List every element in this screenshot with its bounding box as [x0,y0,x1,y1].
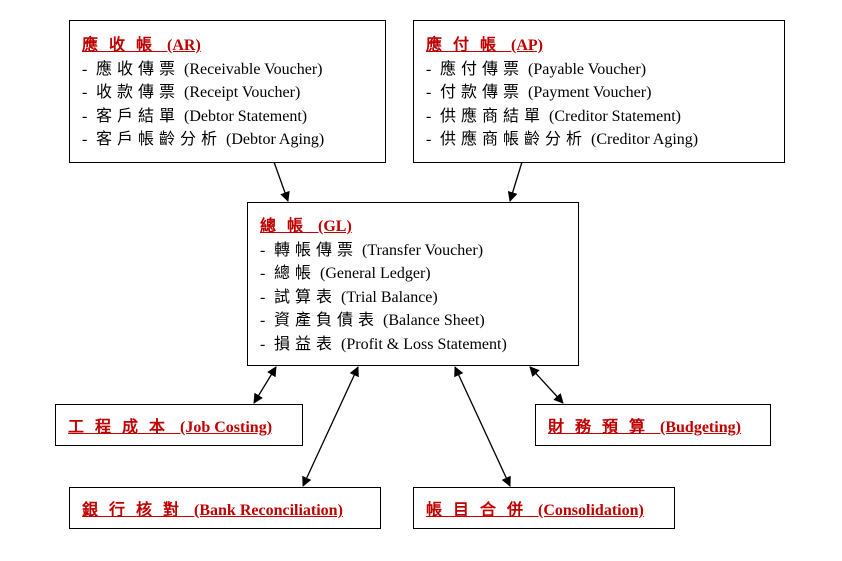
arrow-gl-job-costing [253,366,277,404]
budgeting-title: 財務預算 (Budgeting) [548,419,741,436]
bank-reconciliation-box: 銀行核對 (Bank Reconciliation) [69,487,381,529]
consolidation-box: 帳目合併 (Consolidation) [413,487,675,529]
ap-title-en: (AP) [511,37,543,54]
gl-title: 總帳 (GL) [260,215,578,239]
ap-title-zh: 應付帳 [426,37,508,54]
job-costing-box: 工程成本 (Job Costing) [55,404,303,446]
ar-module-box: 應收帳 (AR) -應收傳票 (Receivable Voucher) -收款傳… [69,20,386,163]
ar-item: -應收傳票 (Receivable Voucher) [82,60,323,78]
arrow-gl-consolidation [454,366,511,487]
ap-item: -供應商帳齡分析 (Creditor Aging) [426,131,699,149]
job-costing-title: 工程成本 (Job Costing) [68,419,273,436]
gl-title-zh: 總帳 [260,218,315,235]
gl-module-box: 總帳 (GL) -轉帳傳票 (Transfer Voucher) -總帳 (Ge… [247,202,579,366]
gl-title-en: (GL) [318,218,352,235]
gl-item: -總帳 (General Ledger) [260,265,431,283]
ap-item: -供應商結單 (Creditor Statement) [426,107,681,125]
gl-item: -轉帳傳票 (Transfer Voucher) [260,241,484,259]
ap-item: -應付傳票 (Payable Voucher) [426,60,647,78]
arrow-gl-budgeting [529,366,564,404]
consolidation-title: 帳目合併 (Consolidation) [426,502,644,519]
arrow-ar-to-gl [273,161,290,202]
gl-item: -損益表 (Profit & Loss Statement) [260,335,507,353]
budgeting-box: 財務預算 (Budgeting) [535,404,771,446]
bank-reconciliation-title: 銀行核對 (Bank Reconciliation) [82,502,343,519]
ar-item: -收款傳票 (Receipt Voucher) [82,84,301,102]
arrow-ap-to-gl [507,161,523,202]
gl-item: -資產負債表 (Balance Sheet) [260,312,485,330]
ar-item: -客戶結單 (Debtor Statement) [82,107,308,125]
ar-title-en: (AR) [167,37,201,54]
ar-item: -客戶帳齡分析 (Debtor Aging) [82,131,325,149]
ar-title-zh: 應收帳 [82,37,164,54]
ap-item: -付款傳票 (Payment Voucher) [426,84,652,102]
gl-item: -試算表 (Trial Balance) [260,288,438,306]
arrow-gl-bank-reconciliation [302,366,359,487]
ap-module-box: 應付帳 (AP) -應付傳票 (Payable Voucher) -付款傳票 (… [413,20,785,163]
ap-title: 應付帳 (AP) [426,34,784,58]
ar-title: 應收帳 (AR) [82,34,385,58]
